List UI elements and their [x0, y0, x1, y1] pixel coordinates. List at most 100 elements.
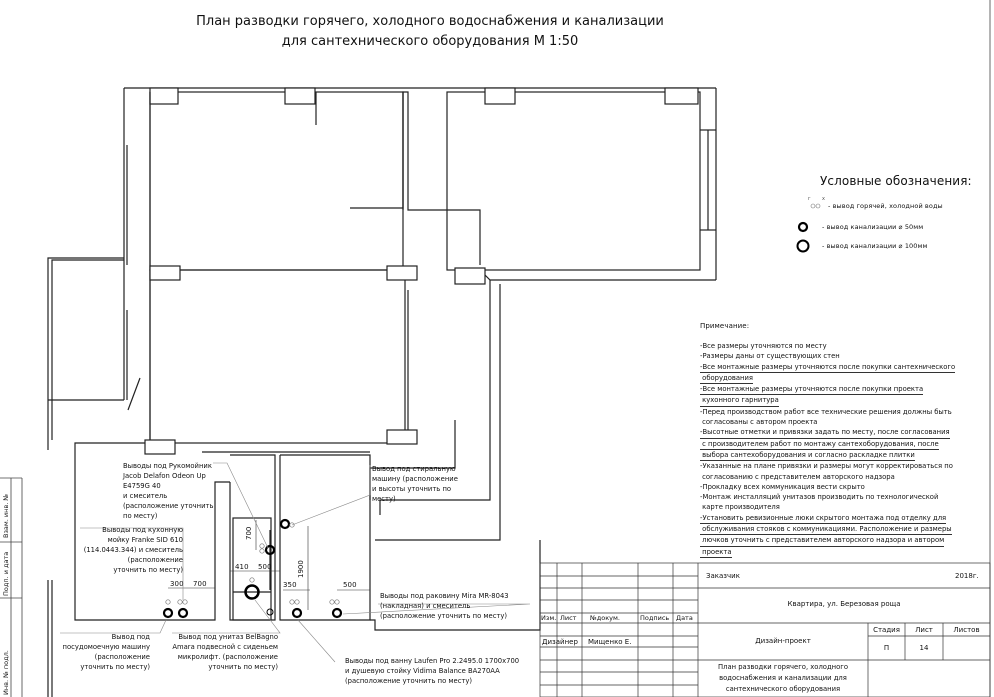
annotation-line: сантехнического оборудования	[725, 685, 841, 693]
annotation-line: уточнить по месту)	[80, 663, 150, 671]
annotation-washing-machine: Вывод под стиральную машину (расположение…	[372, 464, 458, 504]
object-name: Квартира, ул. Березовая роща	[787, 600, 901, 608]
cold-mark: х	[822, 196, 826, 202]
dim-1900: 1900	[297, 560, 305, 578]
stamp-inv-orig: Инв. № подл.	[2, 650, 10, 695]
title-line: для сантехнического оборудования М 1:50	[281, 34, 579, 49]
note-line: -Все размеры уточняются по месту	[700, 342, 827, 350]
annotation-line: (114.0443.344) и смеситель	[83, 546, 183, 554]
note-line: -Все монтажные размеры уточняются после …	[700, 362, 956, 373]
note-line: -Перед производством работ все техническ…	[700, 407, 952, 416]
annotation-line: Jacob Delafon Odeon Up	[123, 472, 206, 480]
annotation-line: и душевую стойку Vidima Balance BA270AA	[345, 667, 500, 675]
note-line: проекта	[700, 547, 732, 558]
header-list: Лист	[560, 614, 577, 622]
note-line: -Монтаж инсталляций унитазов производить…	[700, 493, 939, 502]
note-line: согласованы с автором проекта	[700, 418, 818, 427]
annotation-line: (расположение	[127, 556, 183, 564]
header-izm: Изм.	[541, 614, 557, 622]
dim-300: 300	[170, 580, 184, 588]
note-line: -Все монтажные размеры уточняются после …	[700, 384, 924, 396]
annotation-line: Выводы под раковину Mira MR-8043	[380, 592, 509, 600]
dim-350: 350	[283, 581, 297, 589]
sewer-50-kitchen-sink-icon	[177, 607, 189, 619]
legend-symbols	[796, 203, 821, 253]
sewer-100-toilet-icon	[244, 584, 260, 600]
legend-item-water: - вывод горячей, холодной воды	[828, 202, 943, 210]
header-sign: Подпись	[640, 614, 670, 622]
note-line: -Установить ревизионные люки скрытого мо…	[700, 513, 947, 525]
annotation-line: посудомоечную машину	[62, 643, 150, 651]
annotation-line: (расположение уточнить	[123, 502, 214, 510]
customer-label: Заказчик	[706, 572, 740, 580]
note-line: с производителем работ по монтажу сантех…	[700, 439, 939, 450]
annotation-line: водоснабжения и канализации для	[719, 674, 847, 682]
header-date: Дата	[676, 614, 693, 622]
annotation-line: Выводы под кухонную	[102, 526, 183, 534]
sewer-50-dishwasher-icon	[162, 607, 174, 619]
stage-label: Стадия	[873, 626, 900, 634]
annotation-bathtub: Выводы под ванну Laufen Pro 2.2495.0 170…	[345, 656, 519, 686]
sheet-value: 14	[919, 644, 929, 652]
annotation-line: Вывод под	[111, 633, 150, 641]
annotation-line: Выводы под ванну Laufen Pro 2.2495.0 170…	[345, 657, 520, 665]
annotation-line: (расположение уточнить по месту)	[345, 677, 473, 685]
project-type: Дизайн-проект	[755, 637, 811, 645]
sewer-50-washing-machine-icon	[279, 518, 291, 530]
annotation-line: микролифт. (расположение	[177, 653, 278, 661]
note-line: -Указанные на плане привязки и размеры м…	[700, 462, 953, 471]
annotation-line: Amara подвесной с сиденьем	[172, 643, 278, 651]
annotation-line: E4759G 40	[123, 482, 161, 490]
water-outlet-icons	[165, 522, 340, 605]
sheets-label: Листов	[953, 626, 980, 634]
drawing-title: План разводки горячего, холодного водосн…	[190, 12, 670, 52]
dimension-lines	[168, 520, 370, 610]
note-line: согласованию с представителем авторского…	[700, 472, 895, 481]
dim-500-b: 500	[343, 581, 357, 589]
note-line: кухонного гарнитура	[700, 395, 779, 407]
annotation-line: по месту)	[123, 512, 158, 520]
annotation-line: Вывод под унитаз BelBagno	[178, 633, 278, 641]
dim-700: 700	[193, 580, 207, 588]
dim-700-vertical: 700	[245, 526, 253, 540]
note-line: карте производителя	[700, 503, 780, 512]
annotation-line: месту)	[372, 495, 396, 503]
header-doc: №докум.	[590, 614, 620, 622]
note-line: -Прокладку всех коммуникация вести скрыт…	[700, 482, 865, 491]
annotation-line: План разводки горячего, холодного	[718, 663, 848, 671]
annotation-line: машину (расположение	[372, 475, 458, 483]
stamp-vzam: Взам. инв. №	[2, 493, 10, 538]
annotation-line: и высоты уточнить по	[372, 485, 452, 493]
notes-heading: Примечание:	[700, 322, 750, 330]
sewer-50-bathtub-icon	[291, 607, 303, 619]
hot-mark: г	[808, 196, 811, 202]
annotation-line: Вывод под стиральную	[372, 465, 456, 473]
note-line: оборудования	[700, 373, 753, 385]
dim-410: 410	[235, 563, 249, 571]
annotation-line: (расположение	[94, 653, 150, 661]
annotation-line: и смеситель	[123, 492, 168, 500]
annotation-bathroom-sink: Выводы под раковину Mira MR-8043 (накладн…	[380, 591, 509, 621]
annotation-line: (накладная) и смеситель	[380, 602, 471, 610]
outlets	[162, 518, 343, 619]
note-line: -Высотные отметки и привязки задать по м…	[700, 427, 950, 439]
annotation-line: уточнить по месту)	[208, 663, 278, 671]
designer-name: Мищенко Е.	[588, 638, 632, 646]
walls	[47, 87, 717, 697]
legend-item-sewer-50: - вывод канализации ⌀ 50мм	[822, 223, 924, 231]
leader-lines	[60, 462, 531, 663]
riser-icon	[266, 608, 274, 616]
annotation-dishwasher: Вывод под посудомоечную машину (расположен…	[50, 632, 150, 672]
stamp-sign-date: Подп. и дата	[2, 551, 10, 596]
note-line: -Размеры даны от существующих стен	[700, 352, 840, 361]
sheet-title: План разводки горячего, холодного водосна…	[698, 662, 868, 695]
dim-500: 500	[258, 563, 272, 571]
sewer-50-washbasin-icon	[264, 544, 276, 556]
note-line: обслуживания стояков с коммуникациями. Р…	[700, 524, 952, 536]
annotation-line: (расположение уточнить по месту)	[380, 612, 508, 620]
title-line: План разводки горячего, холодного водосн…	[196, 14, 664, 29]
